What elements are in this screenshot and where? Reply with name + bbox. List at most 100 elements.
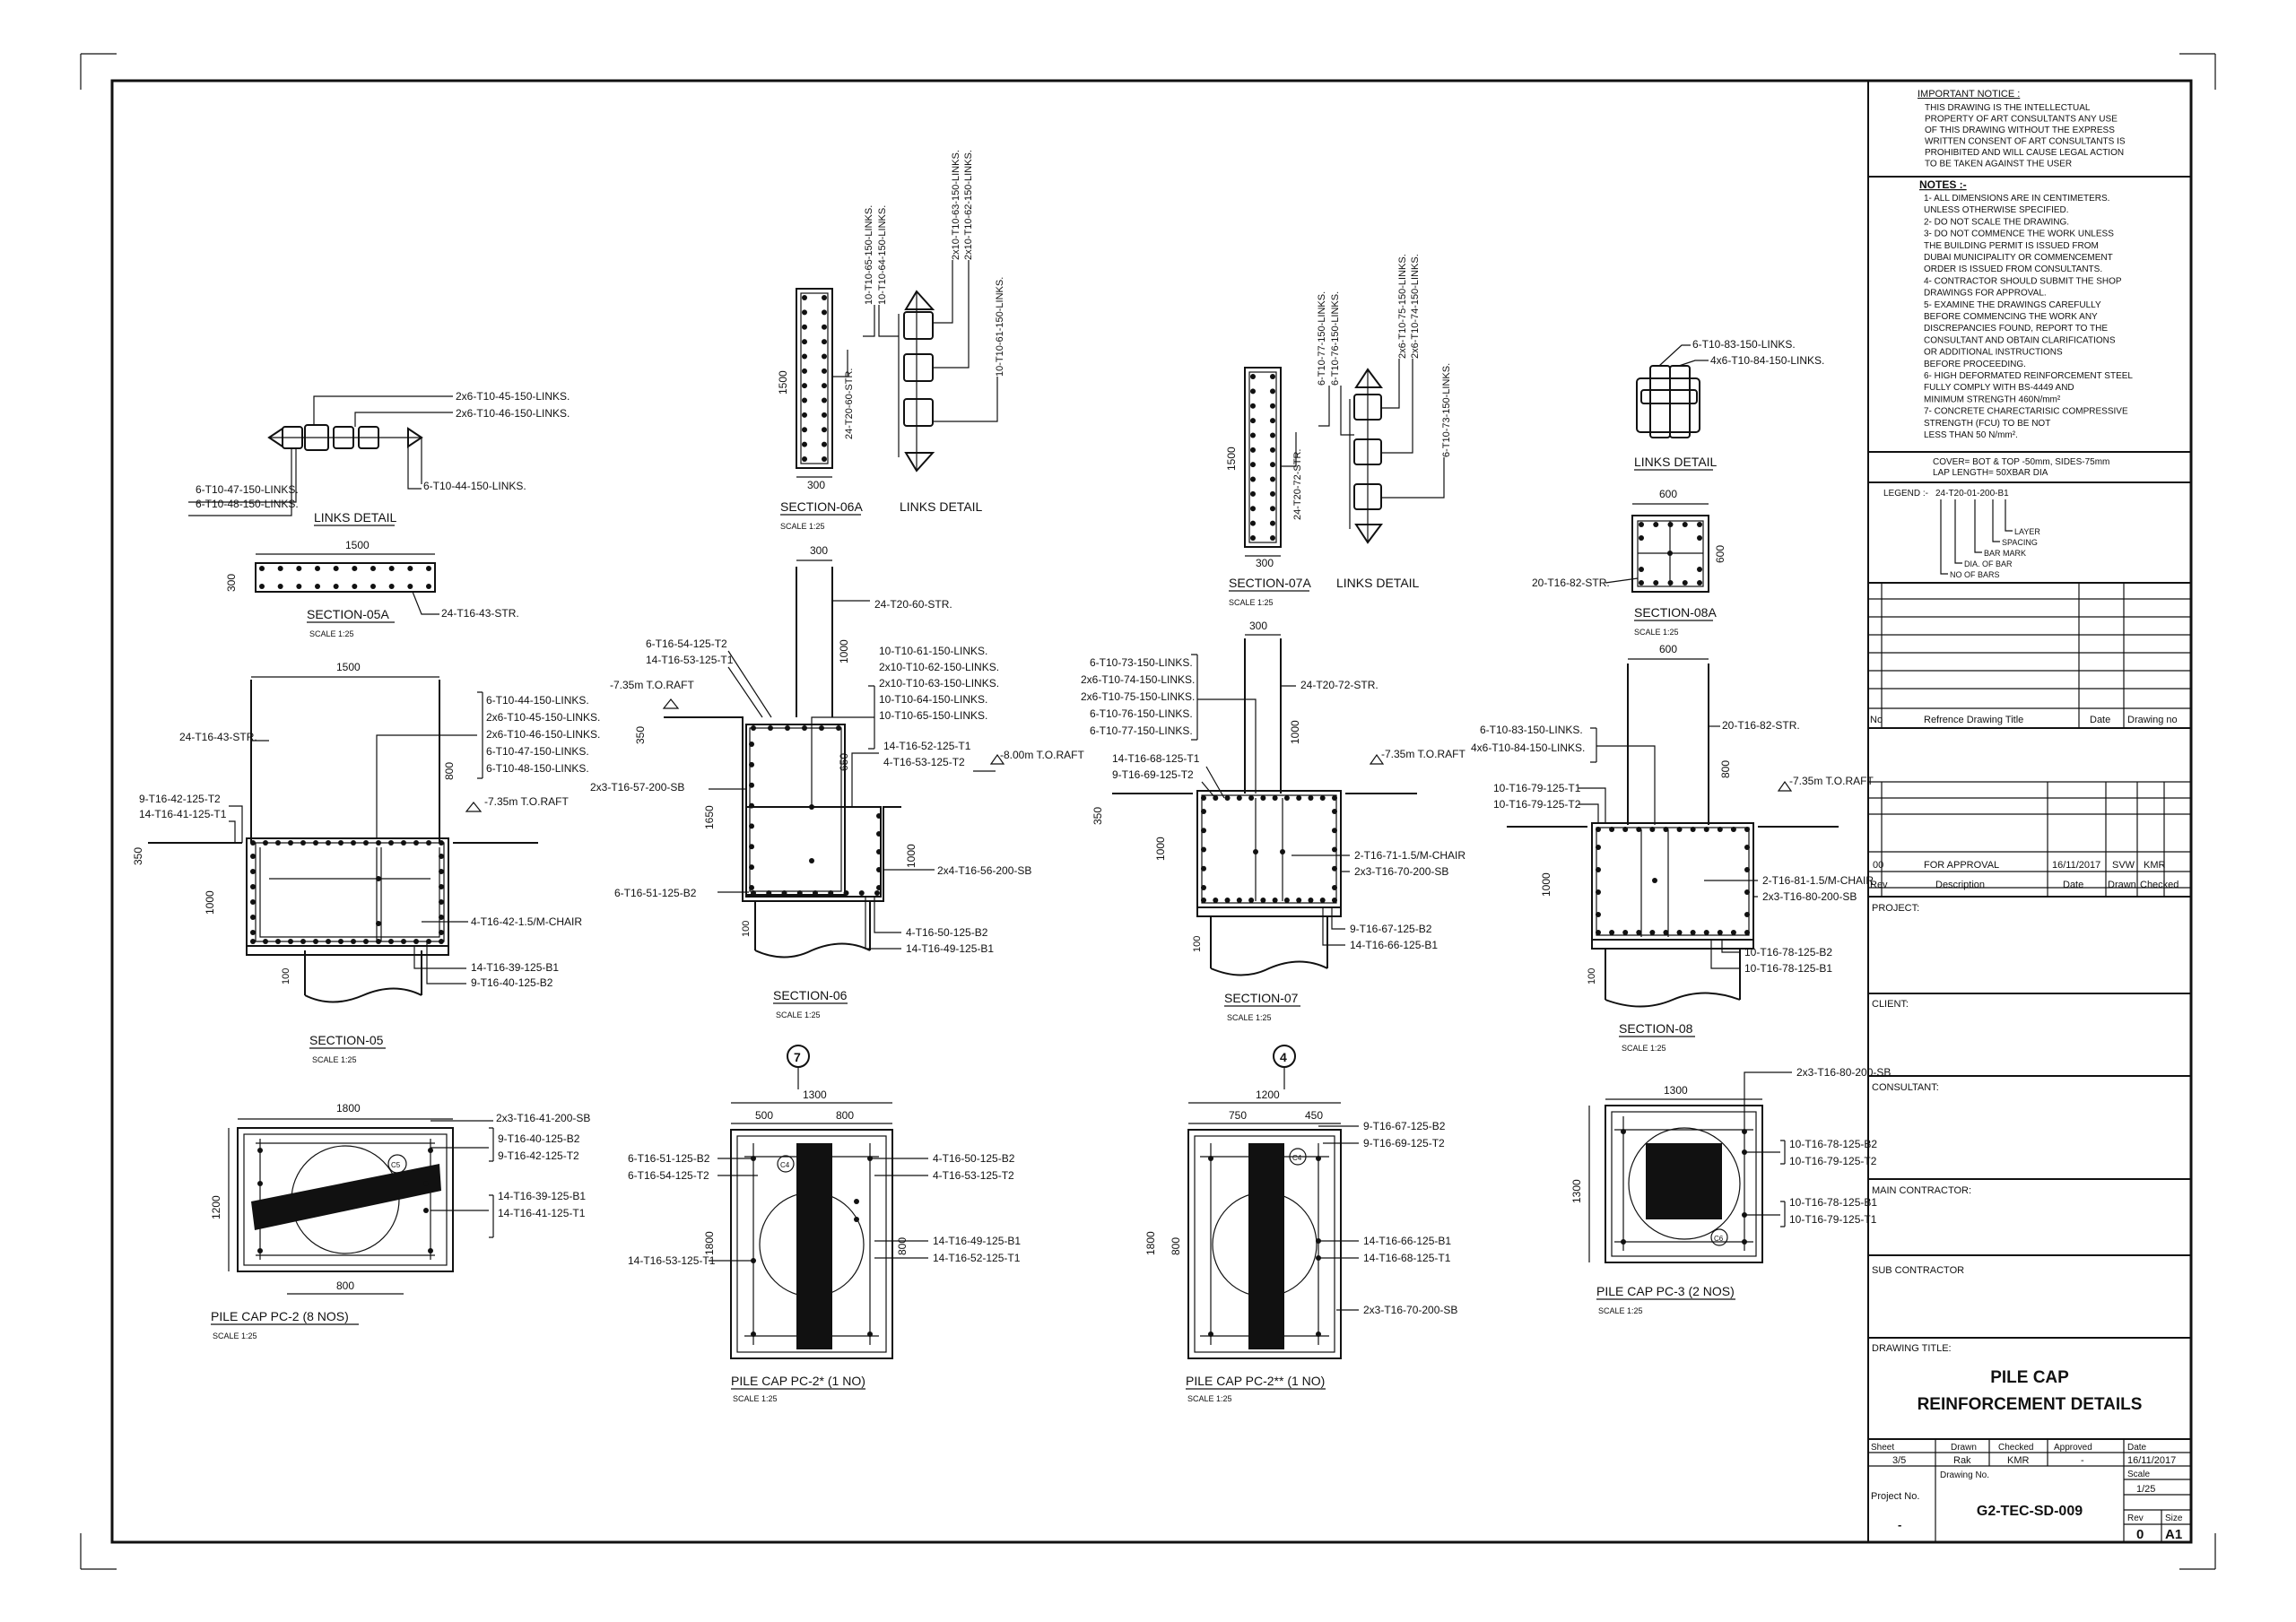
rebar-dot (1270, 447, 1275, 453)
notice-line-2: PROPERTY OF ART CONSULTANTS ANY USE (1925, 115, 2118, 125)
sec06-label-7: 2x10-T10-63-150-LINKS. (879, 677, 999, 690)
pc2s-label-1: 6-T16-51-125-B2 (628, 1152, 710, 1165)
rev-value: 0 (2136, 1527, 2144, 1542)
main-contractor-label: MAIN CONTRACTOR: (1872, 1185, 1971, 1196)
rebar-dot (1663, 827, 1669, 832)
rebar-dot (1270, 506, 1275, 512)
notes-line-11: BEFORE COMMENCING THE WORK ANY (1924, 312, 2098, 322)
rebar-dot (407, 566, 413, 571)
pc2s-label-5: 4-T16-53-125-T2 (933, 1169, 1014, 1182)
rebar-dot (1636, 827, 1642, 832)
pc2s-label-2: 6-T16-54-125-T2 (628, 1169, 709, 1182)
rebar-dot (1682, 580, 1688, 585)
sheet-value: 3/5 (1892, 1455, 1906, 1466)
rebar-dot (426, 566, 431, 571)
approved-label: Approved (2054, 1443, 2092, 1453)
rebar-dot (1649, 827, 1656, 832)
rebar-dot (1308, 898, 1314, 903)
sec08-dim-600: 600 (1659, 643, 1677, 655)
rebar-dot (822, 295, 827, 300)
rebar-dot (749, 761, 754, 768)
rebar-dot (809, 858, 814, 863)
pc2ss-label-1: 9-T16-67-125-B2 (1363, 1120, 1446, 1132)
sec05-label-10: 4-T16-42-1.5/M-CHAIR (471, 915, 582, 928)
rebar-dot (1224, 898, 1231, 903)
sec06-dim-650: 650 (838, 753, 850, 771)
rebar-dot (1690, 827, 1696, 832)
sec07-label-7: -7.35m T.O.RAFT (1381, 748, 1465, 760)
sec06-dim-300: 300 (810, 544, 828, 557)
rebar-dot (802, 456, 807, 462)
pc2-title: PILE CAP PC-2 (8 NOS) (211, 1309, 349, 1323)
notice-heading: IMPORTANT NOTICE : (1918, 89, 2020, 100)
rebar-dot (1663, 930, 1669, 935)
rebar-dot (802, 309, 807, 316)
links-detail-06: 10-T10-65-150-LINKS. 10-T10-64-150-LINKS… (863, 150, 1005, 514)
pc2s-dim-800v: 800 (896, 1237, 909, 1255)
rebar-dot (751, 1331, 756, 1337)
rebar-dot (1270, 403, 1275, 409)
sec08a-label-1: 20-T16-82-STR. (1532, 577, 1610, 589)
sec06-label-11: 4-T16-53-125-T2 (883, 756, 965, 768)
links-detail-07: 6-T10-77-150-LINKS. 6-T10-76-150-LINKS. … (1317, 254, 1452, 590)
pc2s-label-6: 14-T16-49-125-B1 (933, 1235, 1021, 1247)
notice-text: THIS DRAWING IS THE INTELLECTUALPROPERTY… (1925, 103, 2126, 169)
rebar-dot (1621, 1129, 1626, 1134)
sec08-bars (1596, 827, 1750, 935)
sec06-dim-1000a: 1000 (838, 639, 850, 664)
links05-label-3: 6-T10-47-150-LINKS. (196, 483, 299, 496)
rebar-dot (1208, 1331, 1213, 1337)
rebar-dot (766, 890, 772, 896)
size-label: Size (2165, 1514, 2183, 1523)
notes-line-13: CONSULTANT AND OBTAIN CLARIFICATIONS (1924, 335, 2116, 345)
sec08-label-10: 10-T16-78-125-B1 (1744, 962, 1832, 975)
pc2ss-grid-bubble: 4 (1280, 1050, 1287, 1064)
sec05a-scale: SCALE 1:25 (309, 629, 354, 638)
drawing-title-label: DRAWING TITLE: (1872, 1343, 1952, 1354)
sec06a-dim-width: 300 (807, 479, 825, 491)
pc3-dim-height: 1300 (1570, 1179, 1583, 1203)
sec06-scale: SCALE 1:25 (776, 1010, 821, 1019)
links06-title: LINKS DETAIL (900, 499, 983, 514)
rev-row-desc: FOR APPROVAL (1924, 860, 1999, 871)
rebar-dot (370, 566, 376, 571)
sec05a-title: SECTION-05A (307, 607, 389, 621)
sec05-label-9: -7.35m T.O.RAFT (484, 795, 569, 808)
sec05-label-2: 9-T16-42-125-T2 (139, 793, 221, 805)
rev-header-rev: Rev (1870, 880, 1888, 890)
rebar-dot (352, 566, 358, 571)
legend-leaders (1940, 499, 2013, 575)
section-05a: 1500 300 24-T16-43-STR. SECTION-05A SCAL… (225, 539, 519, 638)
rebar-dot (257, 1248, 263, 1253)
links07-label-3: 2x6-T10-75-150-LINKS. (1397, 254, 1408, 359)
rebar-dot (1201, 828, 1206, 834)
sec08-dim-1000: 1000 (1540, 872, 1552, 897)
sec06-label-3: 14-T16-53-125-T1 (646, 654, 734, 666)
rebar-dot (1332, 865, 1337, 872)
rebar-dot (867, 1331, 873, 1337)
sec07-dim-350: 350 (1091, 807, 1104, 825)
rebar-dot (1596, 827, 1601, 832)
rebar-dot (749, 864, 754, 871)
rebar-dot (250, 840, 256, 846)
sec06-label-16: 4-T16-50-125-B2 (906, 926, 988, 939)
rebar-dot (1332, 828, 1337, 834)
rebar-dot (259, 566, 265, 571)
sec07a-bars (1250, 374, 1275, 541)
links07-label-2: 6-T10-76-150-LINKS. (1330, 291, 1341, 386)
notes-line-4: 3- DO NOT COMMENCE THE WORK UNLESS (1924, 230, 2114, 239)
sec05a-dim-depth: 300 (225, 574, 238, 592)
rebar-dot (802, 339, 807, 345)
rebar-dot (1596, 867, 1601, 872)
pc2ss-column-tag: C4 (1292, 1154, 1302, 1162)
notes-line-5: THE BUILDING PERMIT IS ISSUED FROM (1924, 241, 2099, 251)
date-value: 16/11/2017 (2127, 1455, 2176, 1466)
section-06a: 1500 300 24-T20-60-STR. SECTION-06A SCAL… (777, 288, 863, 531)
rebar-dot (388, 584, 395, 589)
rebar-dot (1649, 930, 1656, 935)
rebar-dot (333, 584, 339, 589)
rebar-dot (1270, 432, 1275, 438)
rebar-dot (876, 813, 882, 819)
rebar-dot (388, 566, 395, 571)
